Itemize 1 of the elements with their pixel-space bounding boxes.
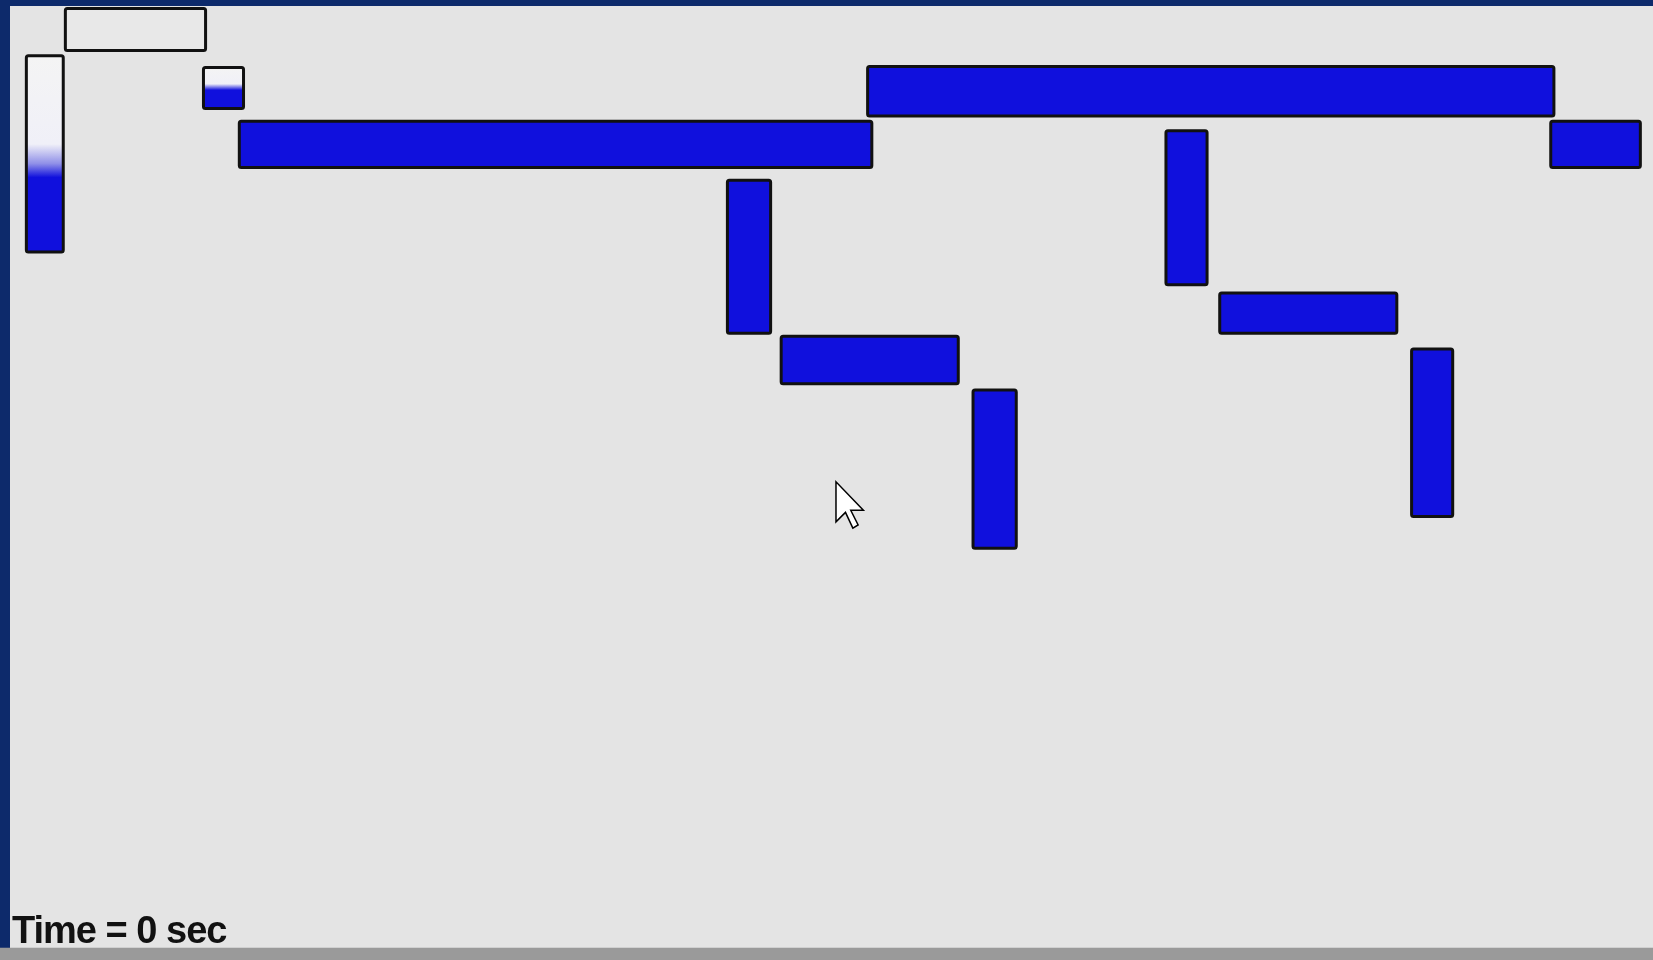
time-readout: Time = 0 sec [12,910,227,950]
